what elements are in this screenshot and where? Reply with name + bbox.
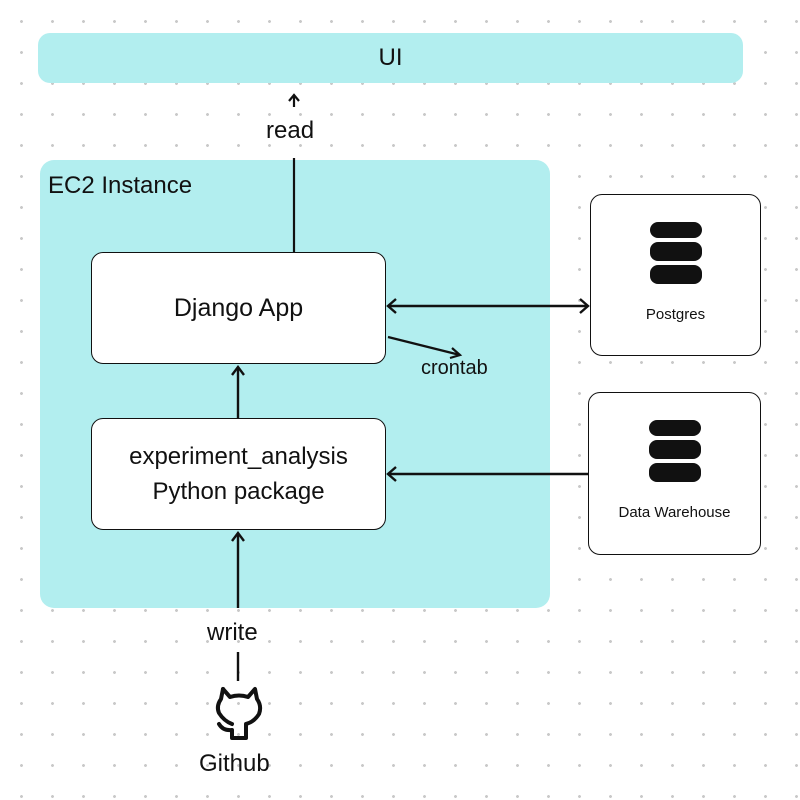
github-label: Github [199,750,270,777]
experiment-analysis-node: experiment_analysis Python package [91,418,386,530]
read-label: read [266,117,315,144]
postgres-label: Postgres [645,306,706,323]
data-warehouse-node: Data Warehouse [588,392,761,555]
github-icon [212,683,266,746]
database-icon [648,221,704,290]
django-app-node: Django App [91,252,386,364]
ui-label: UI [378,44,403,71]
django-app-label: Django App [173,293,304,322]
ui-node: UI [38,33,743,83]
package-name-label: experiment_analysis [129,443,348,470]
postgres-end-arrowhead [579,298,590,314]
ec2-instance-label: EC2 Instance [48,172,193,199]
crontab-label: crontab [421,357,488,379]
write-label: write [207,619,258,646]
package-django-arrowhead [231,365,245,376]
django-end-arrowhead [386,298,397,314]
crontab-arrowhead [449,347,463,360]
warehouse-package-arrowhead [386,466,397,482]
data-warehouse-label: Data Warehouse [618,504,731,521]
read-arrowhead [288,93,300,102]
package-type-label: Python package [152,478,325,505]
database-icon [647,419,703,488]
crontab-connector [387,335,461,357]
postgres-node: Postgres [590,194,761,356]
write-arrowhead [231,531,245,542]
